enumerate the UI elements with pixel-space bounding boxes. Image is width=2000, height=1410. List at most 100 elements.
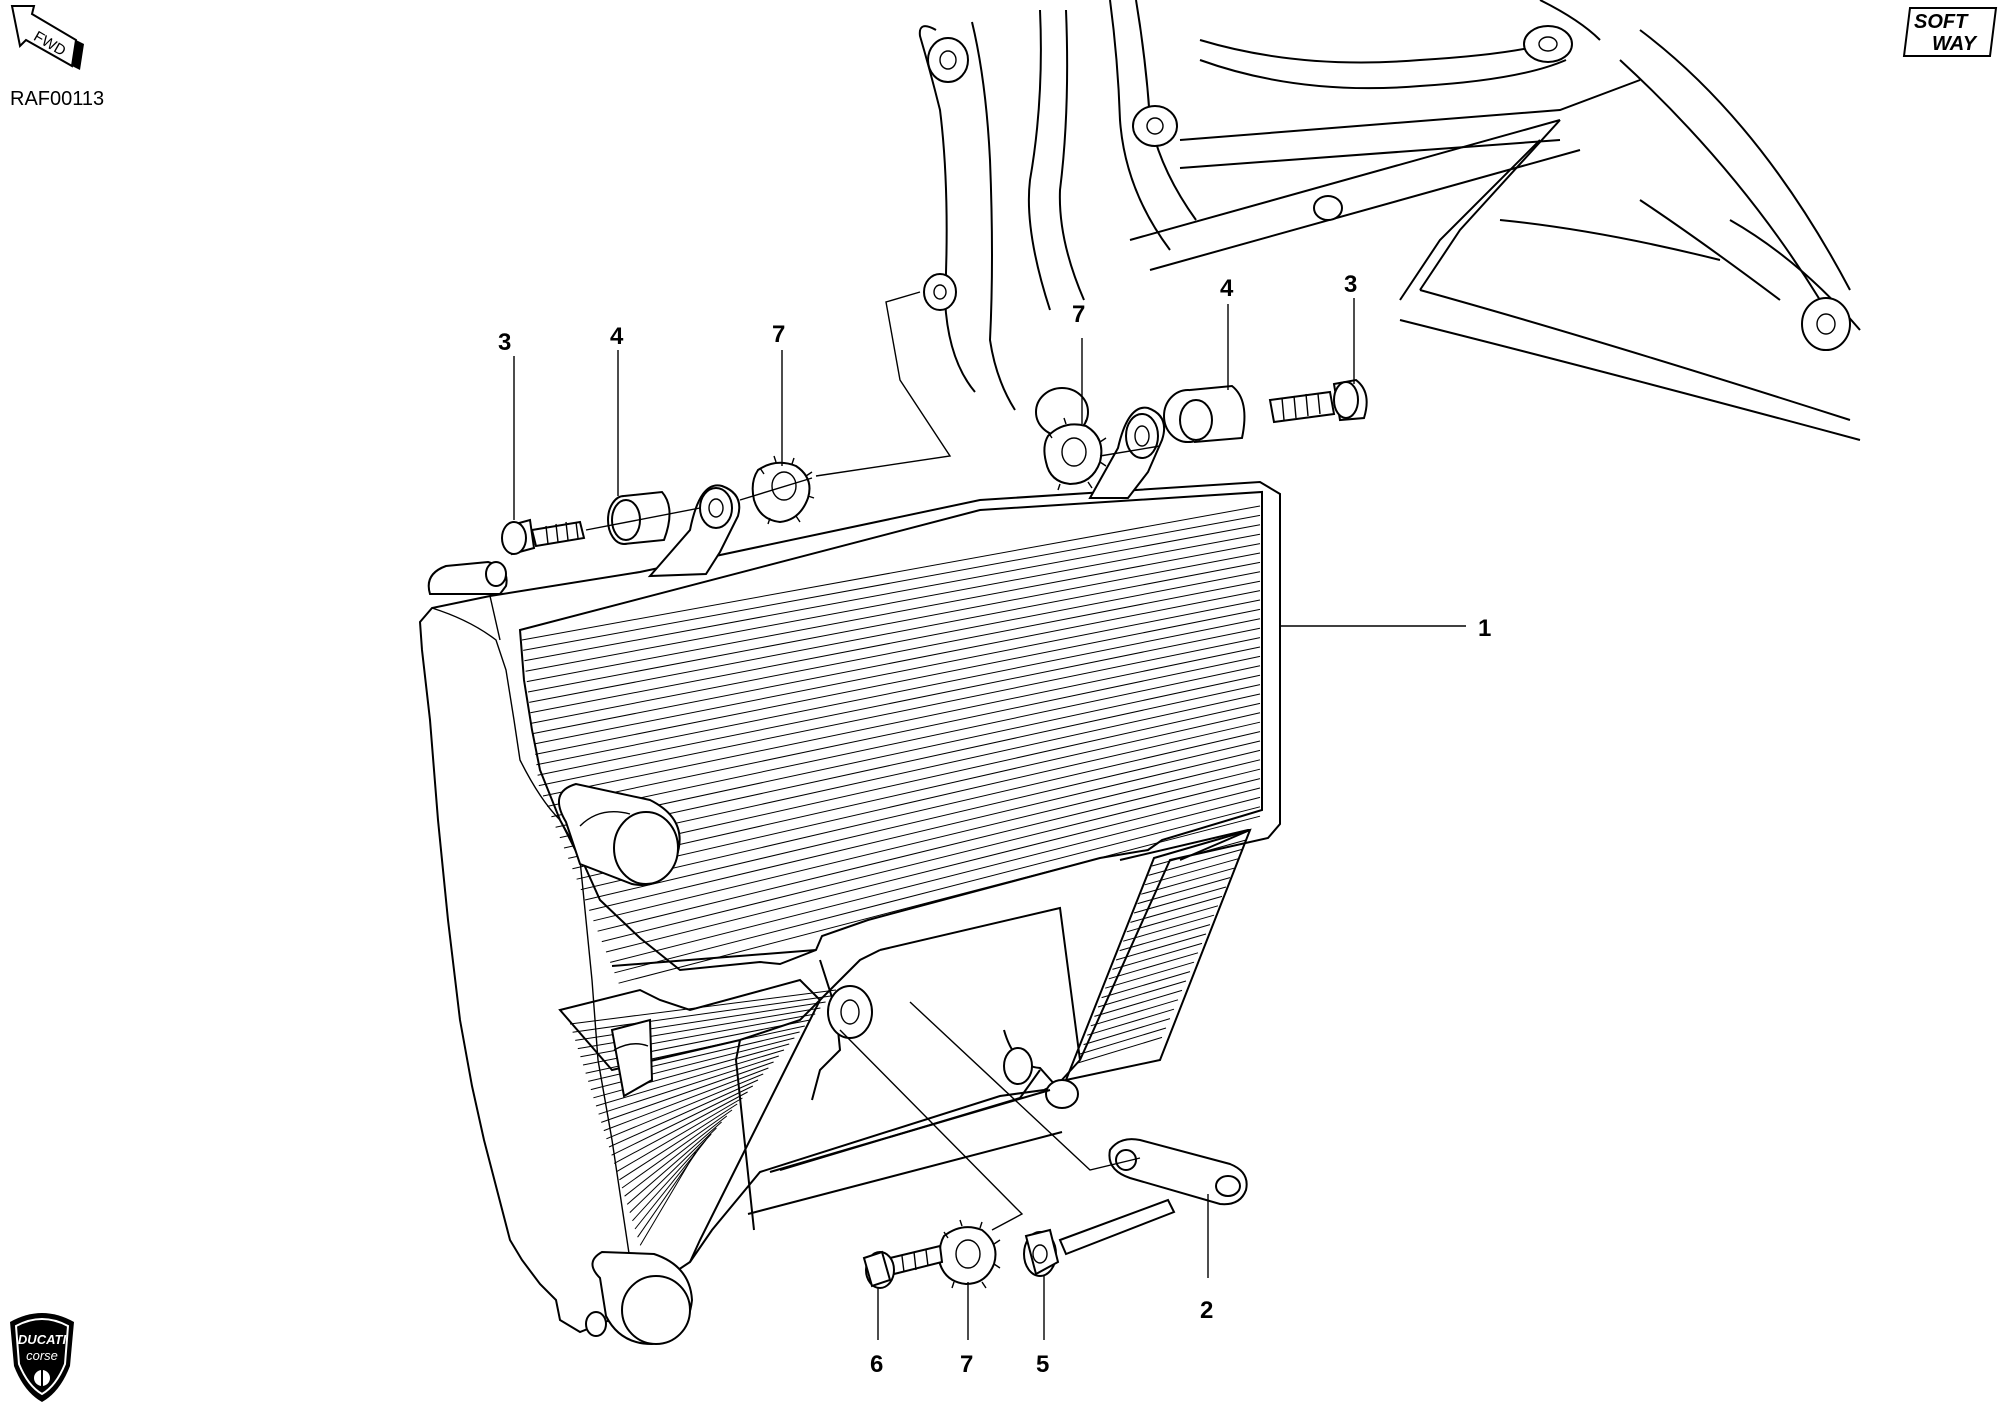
fin-line xyxy=(580,731,1261,891)
fin-line xyxy=(1079,1027,1167,1055)
fin-line xyxy=(568,702,1261,859)
fin-line xyxy=(542,646,1261,797)
fin-line xyxy=(626,1121,722,1205)
radiator-fins-right xyxy=(1076,839,1247,1064)
fin-line xyxy=(621,1109,733,1189)
callout-3-left: 3 xyxy=(498,329,511,356)
fin-line xyxy=(523,514,1261,651)
document-code: RAF00113 xyxy=(10,88,105,110)
fin-line xyxy=(608,1079,759,1148)
fin-line xyxy=(531,580,1261,724)
fin-line xyxy=(584,740,1261,901)
fin-line xyxy=(597,768,1261,932)
fin-line xyxy=(572,712,1261,870)
fin-line xyxy=(1148,848,1243,876)
fin-line xyxy=(1151,839,1247,867)
fin-line xyxy=(1108,952,1199,980)
ducati-logo-bottom: corse xyxy=(26,1348,58,1363)
fin-line xyxy=(559,684,1261,839)
fin-line xyxy=(525,533,1261,672)
callout-leaders xyxy=(513,298,1466,1340)
fin-line xyxy=(624,1115,728,1197)
callout-6: 6 xyxy=(870,1351,883,1378)
fin-line xyxy=(555,674,1261,828)
fin-line xyxy=(1112,942,1203,970)
fin-line xyxy=(577,1007,821,1050)
radiator-fins-upper xyxy=(521,505,1261,984)
fin-line xyxy=(1087,1008,1175,1036)
radiator-assembly xyxy=(418,406,1281,1346)
fin-line xyxy=(569,989,837,1025)
fin-line xyxy=(547,655,1261,807)
fin-line xyxy=(1144,858,1239,886)
fin-line xyxy=(537,627,1261,776)
ducati-logo-top: DUCATI xyxy=(18,1332,67,1347)
fin-line xyxy=(1123,914,1215,942)
fin-line xyxy=(616,1097,743,1173)
fin-line xyxy=(1130,895,1223,923)
fin-line xyxy=(598,1055,779,1115)
forward-arrow-icon: FWD xyxy=(10,5,84,70)
fin-line xyxy=(632,1133,712,1222)
fin-line xyxy=(529,561,1261,703)
fin-line xyxy=(535,608,1261,755)
fin-line xyxy=(590,1037,795,1091)
fin-line xyxy=(1141,867,1235,895)
fin-line xyxy=(576,721,1261,880)
fin-line xyxy=(521,505,1261,641)
fin-line xyxy=(1076,1036,1163,1064)
bottom-bolt-assembly xyxy=(839,1001,1248,1289)
fin-line xyxy=(536,618,1261,766)
fin-line xyxy=(1137,877,1231,905)
fin-line xyxy=(606,1073,764,1140)
right-bolt-assembly xyxy=(1043,378,1368,491)
fin-line xyxy=(613,1091,748,1164)
softway-logo: SOFT WAY xyxy=(1902,7,1998,57)
fin-line xyxy=(634,1139,707,1230)
fin-line xyxy=(582,1019,811,1066)
fin-line xyxy=(572,995,831,1033)
fin-line xyxy=(614,806,1261,974)
callout-3-right: 3 xyxy=(1344,271,1357,298)
callout-1: 1 xyxy=(1478,615,1491,642)
fin-line xyxy=(585,1025,805,1074)
callout-5: 5 xyxy=(1036,1351,1049,1378)
fin-line xyxy=(575,1001,826,1041)
brand-logo-top: SOFT xyxy=(1914,11,1969,33)
fin-line xyxy=(551,665,1261,818)
motorcycle-frame xyxy=(918,0,1861,441)
fin-line xyxy=(639,1151,697,1246)
fin-line xyxy=(530,571,1261,714)
fin-line xyxy=(603,1067,769,1132)
brand-logo-bottom: WAY xyxy=(1932,33,1978,55)
fin-line xyxy=(1094,989,1183,1017)
callout-2: 2 xyxy=(1200,1297,1213,1324)
fin-line xyxy=(1090,999,1179,1027)
fin-line xyxy=(605,787,1261,953)
fin-line xyxy=(1115,933,1207,961)
fin-line xyxy=(611,1085,754,1156)
fin-line xyxy=(618,815,1261,984)
fin-line xyxy=(533,599,1261,745)
fin-line xyxy=(1119,924,1211,952)
fin-line xyxy=(563,693,1261,849)
fin-line xyxy=(524,524,1261,662)
callout-numbers: 1 2 3 4 7 7 4 3 6 7 5 xyxy=(498,271,1491,1378)
fin-line xyxy=(1133,886,1227,914)
fin-line xyxy=(637,1145,702,1238)
fin-line xyxy=(580,1013,816,1058)
callout-4-right: 4 xyxy=(1220,275,1234,302)
fin-line xyxy=(601,778,1261,943)
left-bolt-assembly xyxy=(501,291,952,556)
fin-line xyxy=(593,1043,790,1099)
callout-4-left: 4 xyxy=(610,323,624,350)
callout-7-bottom: 7 xyxy=(960,1351,973,1378)
fin-line xyxy=(1126,905,1219,933)
ducati-corse-logo: DUCATI corse xyxy=(10,1313,74,1402)
fin-line xyxy=(527,552,1261,693)
fin-line xyxy=(1105,961,1195,989)
fin-line xyxy=(610,796,1261,963)
fin-line xyxy=(1101,971,1191,999)
